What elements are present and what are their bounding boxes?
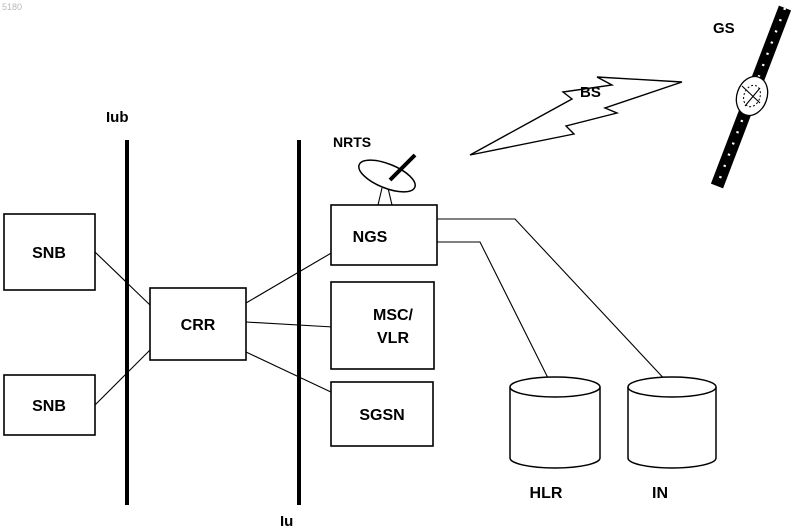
satellite-dish-icon <box>355 154 420 205</box>
nrts-label: NRTS <box>333 134 371 150</box>
ngs-label: NGS <box>353 229 388 246</box>
crr-label: CRR <box>181 317 216 334</box>
figure-id: 5180 <box>2 2 22 12</box>
link-crr-sgsn <box>246 352 333 393</box>
gs-label: GS <box>713 20 735 37</box>
snb-bottom-label: SNB <box>32 398 66 415</box>
lightning-bolt-icon <box>470 77 682 155</box>
sgsn-label: SGSN <box>359 407 404 424</box>
in-label: IN <box>652 485 668 502</box>
snb-top-node: SNB <box>4 214 95 290</box>
ngs-node: NGS <box>331 205 437 265</box>
link-ngs-hlr <box>437 242 550 382</box>
hlr-database-icon <box>510 377 600 468</box>
hlr-label: HLR <box>530 485 563 502</box>
crr-node: CRR <box>150 288 246 360</box>
snb-bottom-node: SNB <box>4 375 95 435</box>
msc-vlr-node: MSC/ VLR <box>331 282 434 369</box>
in-database-icon <box>628 377 716 468</box>
link-snb-bottom-crr <box>95 350 150 405</box>
link-crr-ngs <box>246 252 333 303</box>
link-crr-msc <box>246 322 333 327</box>
sgsn-node: SGSN <box>331 382 433 446</box>
link-ngs-in <box>437 219 670 385</box>
iub-label: Iub <box>106 109 129 126</box>
bs-label: BS <box>580 84 601 101</box>
iu-label: Iu <box>280 513 293 530</box>
msc-label: MSC/ <box>373 307 414 324</box>
snb-top-label: SNB <box>32 245 66 262</box>
link-snb-top-crr <box>95 252 150 305</box>
vlr-label: VLR <box>377 330 409 347</box>
